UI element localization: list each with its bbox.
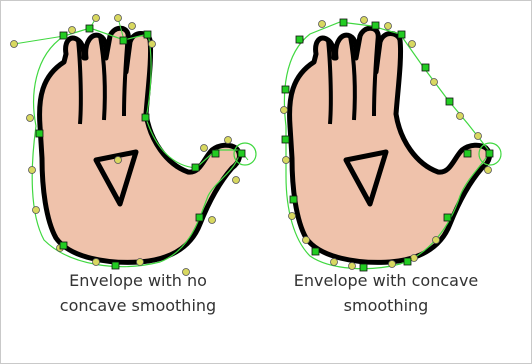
caption-line: Envelope with no (23, 268, 253, 293)
hand-shape-right (290, 28, 490, 262)
caption-line: smoothing (271, 293, 501, 318)
caption-no-concave-smoothing: Envelope with no concave smoothing (23, 268, 253, 318)
hand-right (281, 17, 502, 272)
hand-shape-left (40, 28, 240, 262)
caption-line: concave smoothing (23, 293, 253, 318)
caption-line: Envelope with concave (271, 268, 501, 293)
caption-concave-smoothing: Envelope with concave smoothing (271, 268, 501, 318)
hand-left (11, 15, 257, 276)
